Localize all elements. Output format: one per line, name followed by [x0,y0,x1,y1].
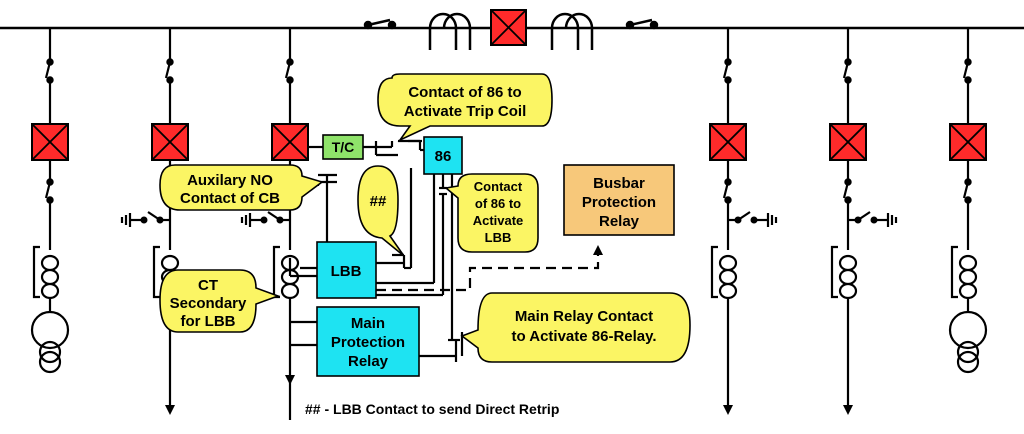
callout-activate-lbb: Contact of 86 to Activate LBB [444,173,539,253]
bus-coupler-breaker [490,9,527,46]
control-wiring [288,139,603,362]
callout-ct-line-2: Secondary [170,295,247,312]
callout-activate-lbb-line-3: Activate [473,213,524,228]
callout-hash: ## [357,165,405,257]
main-protection-relay-box: Main Protection Relay [316,306,420,377]
current-transformer [710,245,738,300]
callout-aux-no-line-2: Contact of CB [180,190,280,207]
feeder-bay [709,28,778,415]
earth-switch [240,211,290,227]
callout-main-contact-line-2: to Activate 86-Relay. [511,328,656,345]
callout-aux-no-line-1: Auxilary NO [187,172,273,189]
earth-switch [728,211,778,227]
circuit-breaker [829,123,867,161]
callout-trip-coil-line-2: Activate Trip Coil [404,103,527,120]
busbar-relay-line-2: Protection [582,194,656,211]
feeder-bay [829,28,898,415]
current-transformer [830,245,858,300]
lbb-box: LBB [316,241,377,299]
main-relay-line-1: Main [351,315,385,332]
callout-ct-secondary: CT Secondary for LBB [159,269,281,333]
current-transformer [32,245,60,300]
earth-switch [120,211,170,227]
earth-switch [848,211,898,227]
busbar-relay-line-3: Relay [599,213,640,230]
callout-main-contact-line-1: Main Relay Contact [515,308,653,325]
current-transformer [272,245,300,300]
circuit-breaker [151,123,189,161]
busbar-protection-relay-box: Busbar Protection Relay [563,164,675,236]
main-relay-line-2: Protection [331,334,405,351]
callout-activate-lbb-line-2: of 86 to [475,196,521,211]
current-transformer [950,245,978,300]
circuit-breaker [271,123,309,161]
callout-activate-lbb-line-4: LBB [485,230,512,245]
callout-trip-coil: Contact of 86 to Activate Trip Coil [377,73,553,143]
callout-aux-no: Auxilary NO Contact of CB [159,164,324,211]
callout-activate-lbb-line-1: Contact [474,179,523,194]
feeder-bay [948,28,988,374]
tc-box: T/C [322,134,364,160]
circuit-breaker [949,123,987,161]
callout-main-relay-contact: Main Relay Contact to Activate 86-Relay. [460,292,691,363]
callout-ct-line-1: CT [198,277,218,294]
footnote: ## - LBB Contact to send Direct Retrip [305,401,559,417]
power-transformer [948,310,988,374]
main-relay-line-3: Relay [348,353,389,370]
callout-trip-coil-line-1: Contact of 86 to [408,84,521,101]
relay-86-label: 86 [435,148,452,165]
relay-86-box: 86 [423,136,463,175]
lbb-label: LBB [331,263,362,280]
circuit-breaker [31,123,69,161]
busbar-relay-line-1: Busbar [593,175,645,192]
feeder-bay [30,28,70,374]
tc-label: T/C [332,139,355,155]
power-transformer [30,310,70,374]
feeder-bay [120,28,189,415]
callout-hash-text: ## [370,193,387,210]
callout-ct-line-3: for LBB [181,313,236,330]
circuit-breaker [709,123,747,161]
